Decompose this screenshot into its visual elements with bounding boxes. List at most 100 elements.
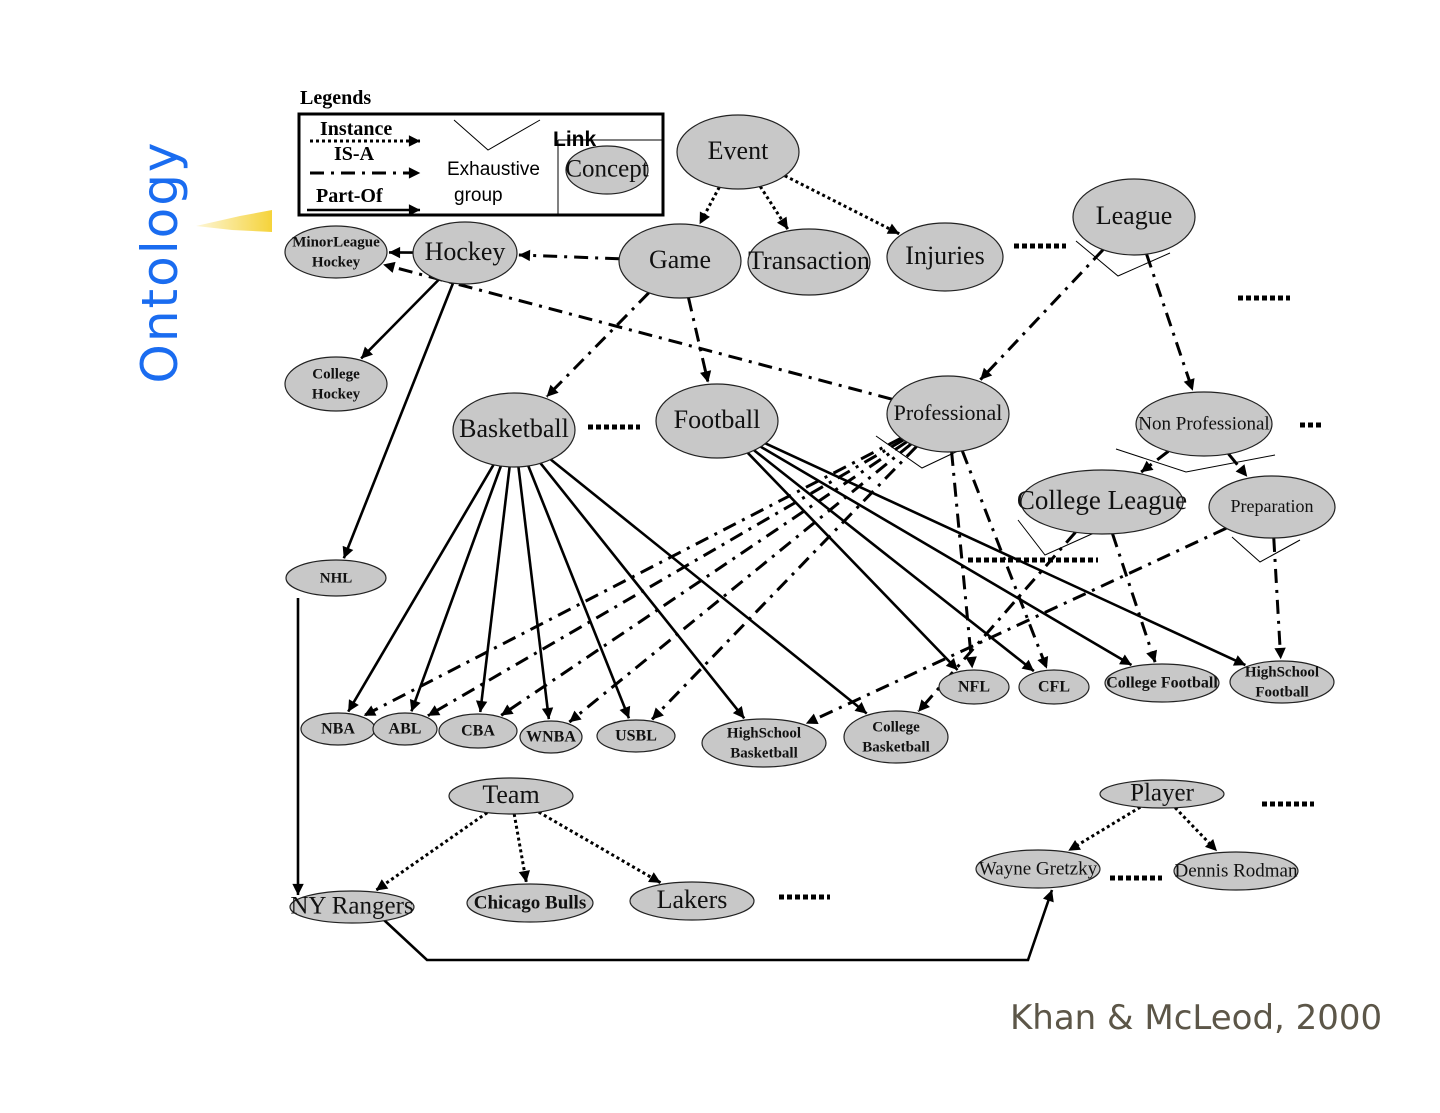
node-shape bbox=[676, 114, 800, 190]
node-lakers: Lakers bbox=[629, 881, 755, 921]
node-label: Team bbox=[482, 780, 539, 809]
node-label: NY Rangers bbox=[290, 893, 413, 920]
edge-partof-football-to-highschool_football bbox=[764, 442, 1246, 667]
node-shape bbox=[655, 383, 779, 459]
node-shape bbox=[747, 228, 871, 296]
node-shape bbox=[618, 223, 742, 299]
edge-isa-league-to-non_professional bbox=[1145, 253, 1195, 391]
node-label: College League bbox=[1017, 485, 1187, 515]
edge-partof-basketball-to-usbl bbox=[527, 465, 631, 719]
highlight-bar bbox=[196, 210, 272, 232]
legend-link-label: Link bbox=[553, 128, 596, 151]
citation: Khan & McLeod, 2000 bbox=[1010, 998, 1383, 1038]
edge-instance-event-to-injuries bbox=[784, 174, 900, 236]
node-basketball: Basketball bbox=[452, 392, 576, 468]
node-label: Non Professional bbox=[1138, 413, 1269, 434]
legend: Legends Instance IS-A Part-Of Exhaustive… bbox=[297, 87, 665, 217]
node-shape bbox=[372, 712, 438, 746]
edge-isa-college_league-to-college_football bbox=[1111, 533, 1158, 663]
node-shape bbox=[1018, 669, 1090, 705]
node-college-football: College Football bbox=[1104, 663, 1220, 703]
legend-exhaustive-label-1: Exhaustive bbox=[447, 159, 540, 180]
node-chicago-bulls: Chicago Bulls bbox=[466, 883, 594, 923]
node-label: Lakers bbox=[657, 885, 728, 914]
edge-partof-hockey-to-nhl bbox=[342, 282, 455, 559]
node-label: League bbox=[1096, 201, 1173, 230]
node-wayne-gretzky: Wayne Gretzky bbox=[975, 849, 1101, 889]
node-nba: NBA bbox=[300, 712, 376, 746]
edge-partof-basketball-to-wnba bbox=[517, 466, 554, 720]
node-shape bbox=[596, 719, 676, 753]
node-shape bbox=[629, 881, 755, 921]
edge-partof-hockey-to-college_hockey bbox=[360, 278, 440, 360]
node-label: College bbox=[872, 719, 920, 735]
node-shape bbox=[519, 720, 583, 754]
node-ny-rangers: NY Rangers bbox=[289, 890, 415, 924]
node-label: Event bbox=[708, 136, 769, 165]
node-league: League bbox=[1072, 178, 1196, 256]
node-label: Hockey bbox=[312, 387, 361, 403]
node-label: Hockey bbox=[425, 237, 506, 266]
node-shape bbox=[1072, 178, 1196, 256]
node-shape bbox=[438, 713, 518, 749]
edge-isa-professional-to-abl bbox=[427, 438, 905, 718]
svg-text:Concept: Concept bbox=[565, 156, 648, 183]
edge-isa-game-to-basketball bbox=[545, 291, 650, 398]
edge-isa-professional-to-usbl bbox=[650, 445, 918, 721]
node-transaction: Transaction bbox=[747, 228, 871, 296]
node-wnba: WNBA bbox=[519, 720, 583, 754]
node-label: College Football bbox=[1106, 675, 1218, 692]
node-label: Football bbox=[674, 405, 761, 434]
edge-instance-player-to-wayne_gretzky bbox=[1067, 805, 1142, 852]
node-injuries: Injuries bbox=[886, 222, 1004, 292]
node-shape bbox=[1104, 663, 1220, 703]
legend-exhaustive-symbol bbox=[453, 119, 541, 151]
edge-isa-game-to-football bbox=[687, 297, 712, 383]
node-label: WNBA bbox=[526, 729, 576, 746]
node-label: Football bbox=[1255, 685, 1308, 701]
node-abl: ABL bbox=[372, 712, 438, 746]
edge-instance-player-to-dennis_rodman bbox=[1174, 806, 1218, 853]
node-label: NBA bbox=[321, 721, 355, 738]
edge-partof-basketball-to-abl bbox=[409, 465, 503, 712]
edge-instance-team-to-lakers bbox=[537, 810, 662, 885]
node-shape bbox=[886, 375, 1010, 453]
edge-isa-preparation-to-highschool_football bbox=[1272, 537, 1286, 660]
node-label: NFL bbox=[958, 679, 990, 696]
exhaustive-group-preparation bbox=[1231, 536, 1301, 563]
node-label: Hockey bbox=[312, 255, 361, 271]
node-shape bbox=[886, 222, 1004, 292]
node-hockey: Hockey bbox=[412, 221, 518, 285]
node-non-professional: Non Professional bbox=[1135, 391, 1273, 457]
exhaustive-group-professional bbox=[875, 435, 961, 469]
legend-isa-label: IS-A bbox=[334, 143, 375, 165]
edge-partof-basketball-to-college_basketball bbox=[549, 458, 868, 715]
exhaustive-group-college_league bbox=[1017, 519, 1095, 556]
node-football: Football bbox=[655, 383, 779, 459]
edge-instance-team-to-ny_rangers bbox=[375, 811, 489, 892]
node-shape bbox=[466, 883, 594, 923]
node-shape bbox=[284, 356, 388, 412]
node-label: Game bbox=[649, 245, 711, 274]
node-preparation: Preparation bbox=[1208, 475, 1336, 539]
edge-instance-event-to-game bbox=[698, 186, 721, 225]
node-shape bbox=[289, 890, 415, 924]
node-game: Game bbox=[618, 223, 742, 299]
edge-isa-professional-to-nba bbox=[363, 436, 902, 717]
node-player: Player bbox=[1099, 779, 1225, 809]
node-label: NHL bbox=[320, 570, 353, 586]
node-cfl: CFL bbox=[1018, 669, 1090, 705]
node-label: HighSchool bbox=[1245, 664, 1319, 680]
edge-isa-professional-to-nfl bbox=[950, 451, 977, 669]
node-cba: CBA bbox=[438, 713, 518, 749]
node-professional: Professional bbox=[886, 375, 1010, 453]
node-shape bbox=[1099, 779, 1225, 809]
legend-partof-label: Part-Of bbox=[316, 185, 383, 207]
node-label: Preparation bbox=[1231, 496, 1314, 516]
legend-title: Legends bbox=[300, 87, 371, 109]
node-label: Basketball bbox=[459, 414, 569, 443]
